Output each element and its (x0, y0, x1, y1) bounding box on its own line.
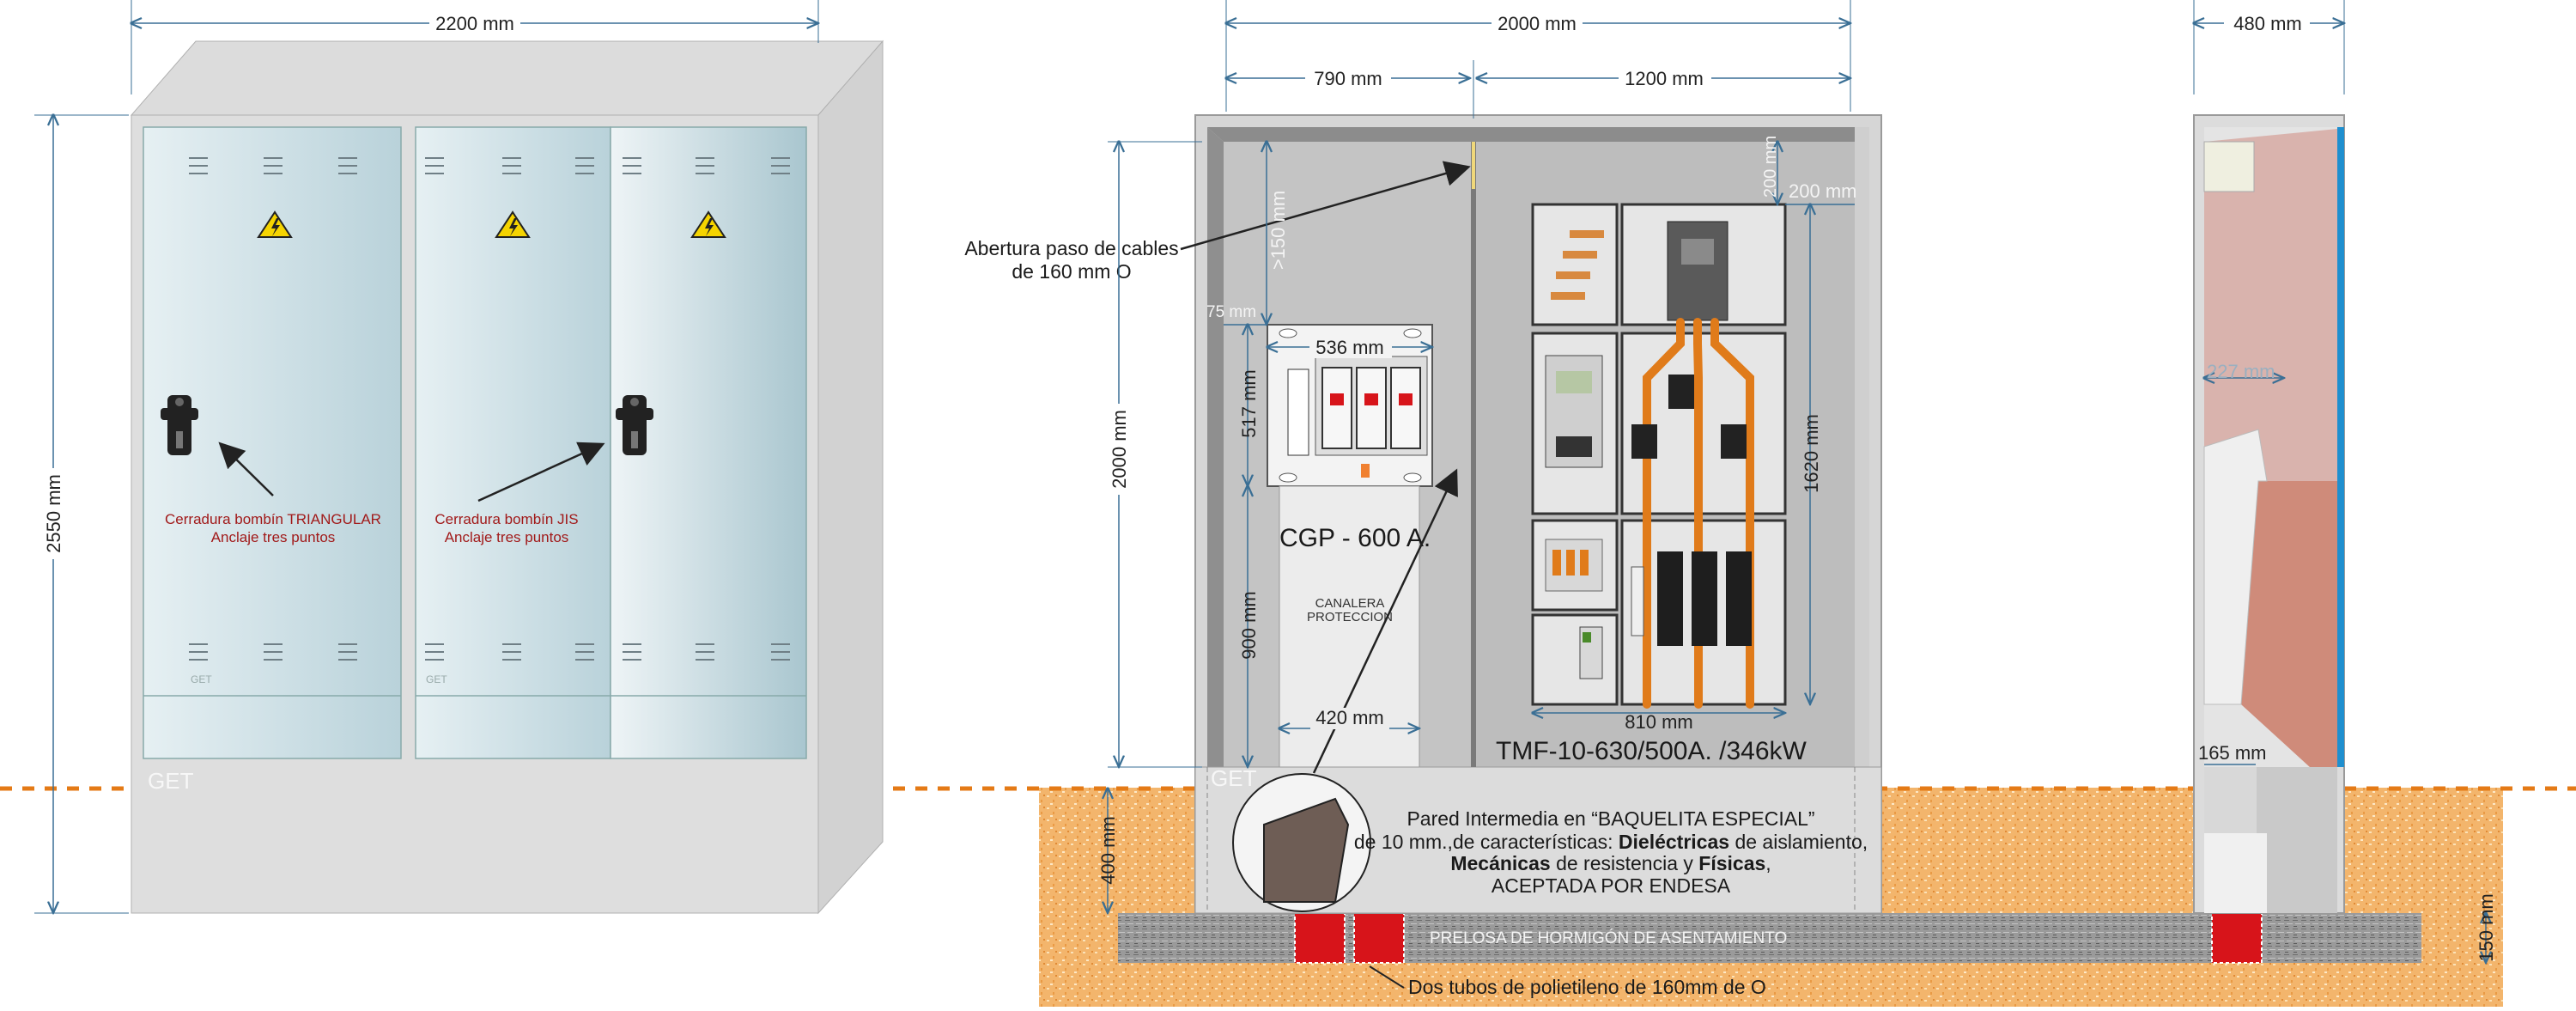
front-inner-left-wall (1207, 127, 1224, 767)
cable-opening-label-2: de 160 mm O (1012, 260, 1131, 283)
busbars (1643, 318, 1754, 709)
dim-left-width: 2200 mm (435, 13, 514, 34)
brand-label-door-left: GET (191, 673, 212, 685)
tube-3 (2211, 912, 2263, 964)
cabinet-top-face (130, 40, 884, 116)
dim-front-width: 2000 mm (1498, 13, 1577, 34)
dim-tmf-height: 1620 mm (1801, 414, 1822, 493)
front-section-view: GET CANALERA PROTECCION CGP - 600 A. (964, 0, 1882, 913)
lock-left-label-2: Anclaje tres puntos (211, 529, 336, 545)
tmf-label: TMF-10-630/500A. /346kW (1496, 737, 1807, 765)
warning-lightning-icon (495, 210, 531, 238)
cabinet-side-face (817, 40, 884, 915)
dim-base-height: 400 mm (1097, 816, 1119, 884)
canalera-label-2: PROTECCION (1307, 610, 1393, 624)
dim-canalera-width: 420 mm (1315, 707, 1383, 728)
tube-1 (1294, 912, 1346, 964)
wall-label-2: de 10 mm.,de características: Dieléctric… (1354, 831, 1868, 853)
lock-right-label-2: Anclaje tres puntos (445, 529, 569, 545)
tmf-panel (1531, 203, 1787, 709)
cable-opening-label-1: Abertura paso de cables (964, 237, 1178, 259)
side-blue-edge (2337, 127, 2344, 767)
copper-bars (1551, 230, 1604, 300)
dim-bg (1309, 337, 1392, 358)
tubes-label: Dos tubos de polietileno de 160mm de O (1408, 976, 1766, 998)
side-back-panel-lower (2241, 481, 2337, 767)
dim-bg (1492, 12, 1583, 34)
lock-right-label-1: Cerradura bombín JIS (434, 511, 578, 527)
dim-bg (1107, 404, 1131, 495)
warning-lightning-icon (257, 210, 293, 238)
wall-label-1: Pared Intermedia en “BAQUELITA ESPECIAL” (1406, 807, 1814, 830)
side-base-step (2257, 767, 2337, 913)
dim-bg (1619, 67, 1711, 89)
dim-cgp-height: 517 mm (1238, 369, 1260, 437)
dim-clearance-top: >150 mm (1267, 191, 1289, 270)
dim-bg (40, 468, 66, 559)
fuse-holder-icon (1287, 367, 1421, 478)
dim-tmf-right: 200 mm (1789, 180, 1856, 202)
arrow-icon (477, 442, 605, 502)
tubes-leader (1369, 965, 1405, 989)
slab-label: PRELOSA DE HORMIGÓN DE ASENTAMIENTO (1430, 929, 1787, 947)
cgp-label: CGP - 600 A. (1279, 524, 1431, 552)
side-base-light (2204, 833, 2267, 913)
cabinet-3d-view: GET GET GET (34, 0, 884, 915)
arrow-icon (1180, 161, 1471, 251)
dim-bg (2224, 12, 2310, 34)
wall-label-4: ACEPTADA POR ENDESA (1492, 874, 1731, 897)
wall-label-3: Mecánicas de resistencia y Físicas, (1450, 852, 1771, 874)
dim-bg (1310, 708, 1389, 729)
front-right-wall (1855, 127, 1869, 767)
main-breaker (1667, 221, 1728, 321)
tube-2 (1353, 912, 1405, 964)
lock-handle-icon (161, 395, 198, 455)
lock-left-label-1: Cerradura bombín TRIANGULAR (165, 511, 381, 527)
dim-cgp-width: 536 mm (1315, 337, 1383, 358)
side-view: 227 mm 165 mm 480 mm 150 mm (2194, 0, 2497, 963)
warning-lightning-icon (690, 210, 726, 238)
dim-front-right: 1200 mm (1625, 68, 1704, 89)
brand-label-cabinet: GET (148, 768, 194, 794)
side-top-box (2203, 141, 2255, 192)
side-inner-step (2203, 429, 2268, 705)
dim-front-height: 2000 mm (1109, 410, 1130, 489)
dim-slab-height: 150 mm (2476, 893, 2497, 961)
cable-opening (1472, 142, 1475, 189)
dim-bg (1305, 67, 1391, 89)
dim-left-height: 2550 mm (43, 474, 64, 553)
brand-label-door-middle: GET (426, 673, 447, 685)
dim-tmf-top: 200 mm (1761, 136, 1780, 198)
dim-tmf-width: 810 mm (1625, 711, 1692, 733)
canalera-label-1: CANALERA (1315, 596, 1385, 611)
brand-label-front: GET (1211, 765, 1257, 791)
front-inner-shadow (1207, 127, 1869, 142)
arrow-icon (218, 442, 274, 496)
lock-handle-icon (616, 395, 653, 455)
vent-slot-icon (189, 157, 790, 661)
bakelite-wall (1471, 142, 1476, 767)
dim-side-width: 480 mm (2233, 13, 2301, 34)
cgp-screw-icon (1279, 328, 1422, 483)
dim-side-base: 165 mm (2198, 742, 2266, 764)
dim-side-inner: 227 mm (2207, 361, 2275, 382)
dim-bg (429, 12, 520, 34)
dim-clearance-side: 75 mm (1206, 303, 1256, 321)
dim-canalera-height: 900 mm (1238, 591, 1260, 659)
wall-profile-icon (1263, 797, 1350, 903)
dim-front-left: 790 mm (1314, 68, 1382, 89)
